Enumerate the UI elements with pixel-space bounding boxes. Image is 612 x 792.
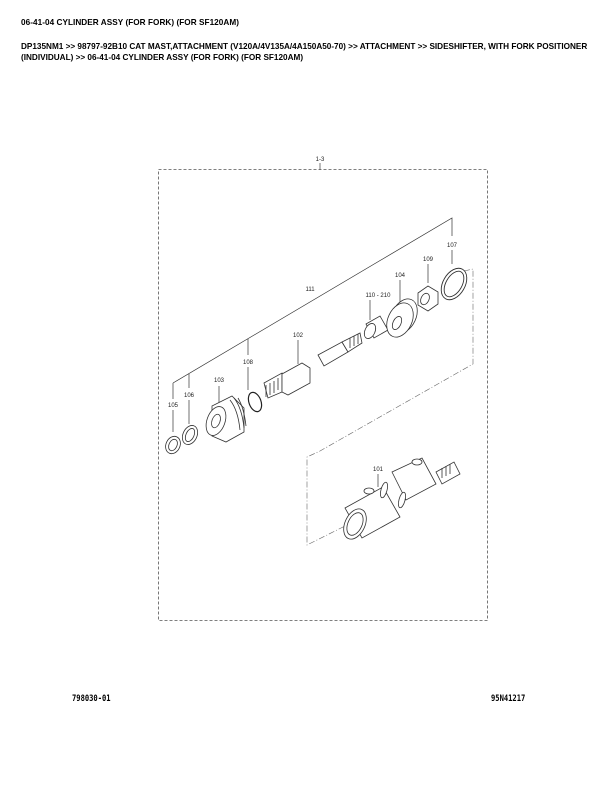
assembly-boundary	[158, 169, 488, 621]
part-106-seal	[181, 425, 199, 445]
callout-103: 103	[214, 378, 225, 384]
part-104-piston	[386, 298, 418, 338]
part-103-gland	[205, 395, 247, 443]
assembly-label: 1-3	[316, 157, 325, 163]
callout-108: 108	[243, 360, 254, 366]
callout-102: 102	[293, 333, 304, 339]
part-108-o-ring	[247, 391, 263, 413]
callout-106: 106	[184, 393, 195, 399]
callout-111: 111	[305, 287, 315, 293]
breadcrumb: DP135NM1 >> 98797-92B10 CAT MAST,ATTACHM…	[21, 42, 588, 62]
part-101-cylinder-tube	[343, 457, 461, 540]
reference-code: 95N41217	[491, 693, 526, 703]
assembly-guide-lines	[306, 268, 474, 546]
drawing-number: 798030-01	[72, 693, 111, 703]
callout-101: 101	[373, 467, 384, 473]
leader-lines	[172, 217, 453, 487]
callout-104: 104	[395, 273, 406, 279]
callout-107: 107	[447, 243, 458, 249]
part-107-ring	[440, 267, 468, 301]
part-102-piston-rod	[263, 332, 363, 399]
callout-110-210: 110 - 210	[366, 293, 392, 299]
callout-105: 105	[168, 403, 179, 409]
part-110-210-spacer	[363, 315, 389, 339]
part-105-seal	[165, 435, 181, 455]
part-109-nut	[417, 285, 439, 312]
callout-109: 109	[423, 257, 434, 263]
page-title: 06-41-04 CYLINDER ASSY (FOR FORK) (FOR S…	[21, 18, 239, 27]
